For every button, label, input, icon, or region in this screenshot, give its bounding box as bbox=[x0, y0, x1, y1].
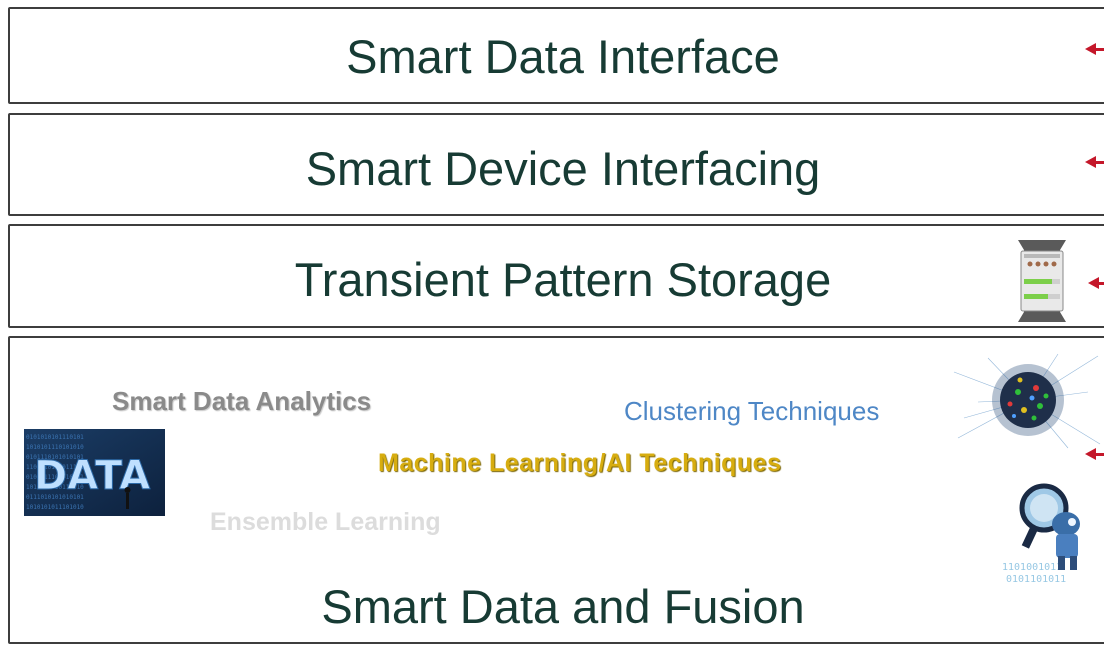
layer-smart-data-interface: Smart Data Interface bbox=[8, 7, 1104, 104]
svg-text:0101110101010101: 0101110101010101 bbox=[26, 454, 84, 461]
smart-data-analytics-label: Smart Data Analytics bbox=[112, 386, 372, 416]
svg-text:0101011101010101: 0101011101010101 bbox=[26, 474, 84, 481]
svg-text:0101101011: 0101101011 bbox=[1006, 574, 1066, 585]
magnifier-robot-image: 1101001011 0101101011 bbox=[1002, 483, 1080, 585]
layer-smart-data-and-fusion: Smart Data and Fusion bbox=[8, 336, 1104, 644]
machine-learning-label: Machine Learning/AI Techniques bbox=[378, 449, 782, 477]
svg-text:1101010101011101: 1101010101011101 bbox=[26, 464, 84, 471]
left-arrow-icon bbox=[1088, 277, 1104, 289]
left-arrow-icon bbox=[1085, 448, 1104, 460]
layer-title: Transient Pattern Storage bbox=[294, 253, 832, 306]
left-arrow-icon bbox=[1085, 156, 1104, 168]
svg-text:1010101010111010: 1010101010111010 bbox=[26, 484, 84, 491]
svg-text:1101001011: 1101001011 bbox=[1002, 562, 1062, 573]
svg-text:0101010101110101: 0101010101110101 bbox=[26, 434, 84, 441]
storage-device-icon bbox=[1018, 240, 1066, 322]
data-screen-image: 0101010101110101 1010101110101010 010111… bbox=[24, 429, 165, 516]
ensemble-learning-label: Ensemble Learning bbox=[210, 508, 441, 536]
svg-text:1010101110101010: 1010101110101010 bbox=[26, 444, 84, 451]
layer-smart-device-interfacing: Smart Device Interfacing bbox=[8, 113, 1104, 216]
svg-text:0111010101010101: 0111010101010101 bbox=[26, 494, 84, 501]
layer-title: Smart Data and Fusion bbox=[321, 580, 805, 633]
layer-title: Smart Data Interface bbox=[346, 30, 780, 83]
left-arrow-icon bbox=[1085, 43, 1104, 55]
layer-title: Smart Device Interfacing bbox=[305, 142, 821, 195]
network-cluster-image bbox=[953, 353, 1101, 449]
data-screen-text: DATA bbox=[34, 453, 150, 499]
clustering-techniques-label: Clustering Techniques bbox=[624, 396, 880, 426]
svg-text:1010101011101010: 1010101011101010 bbox=[26, 504, 84, 511]
layer-transient-pattern-storage: Transient Pattern Storage bbox=[8, 224, 1104, 328]
